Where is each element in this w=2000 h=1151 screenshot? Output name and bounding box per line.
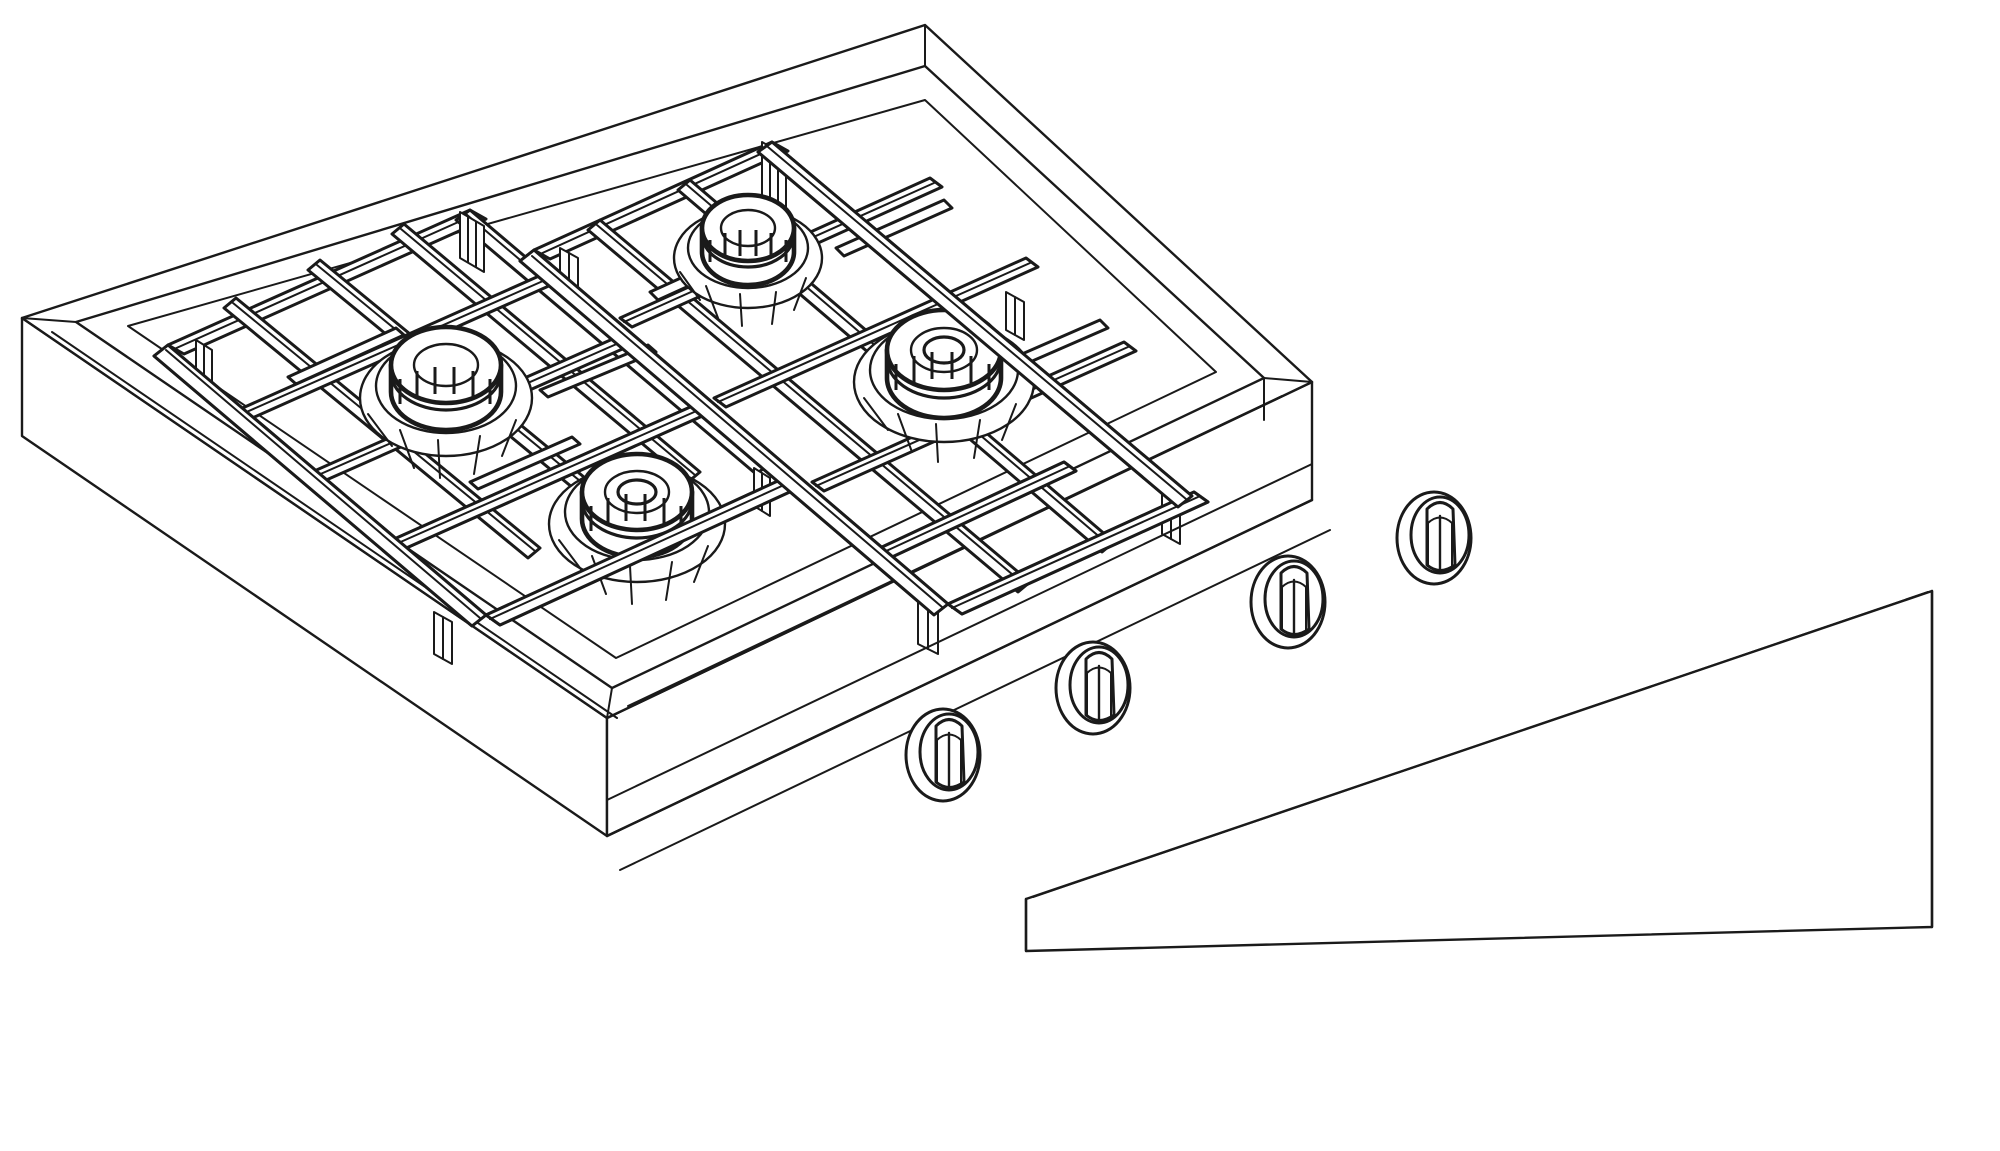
panel-fold-lines: [605, 463, 1331, 871]
burner-left-front: [358, 324, 534, 479]
grate-overlay-bars: [152, 140, 1210, 628]
burner-right: [852, 307, 1036, 463]
knob-1[interactable]: [904, 707, 982, 803]
grate-bar: [756, 140, 1194, 509]
grate-bar: [286, 326, 406, 386]
grate-bar: [946, 490, 1210, 616]
burner-rear-center: [672, 192, 824, 327]
grate-post: [459, 211, 485, 273]
control-panel[interactable]: [605, 451, 1934, 953]
knob-4[interactable]: [1395, 490, 1473, 586]
grate-post: [433, 611, 453, 665]
knob-3[interactable]: [1249, 554, 1327, 650]
grate-post: [1005, 291, 1025, 341]
knob-2[interactable]: [1054, 640, 1132, 736]
grate-bar: [468, 435, 582, 491]
grate-bar: [712, 256, 1040, 409]
grate-bar: [152, 343, 488, 628]
grate-bar: [518, 248, 950, 617]
control-panel-plate[interactable]: [1022, 452, 1934, 953]
grate-bar: [538, 343, 658, 399]
